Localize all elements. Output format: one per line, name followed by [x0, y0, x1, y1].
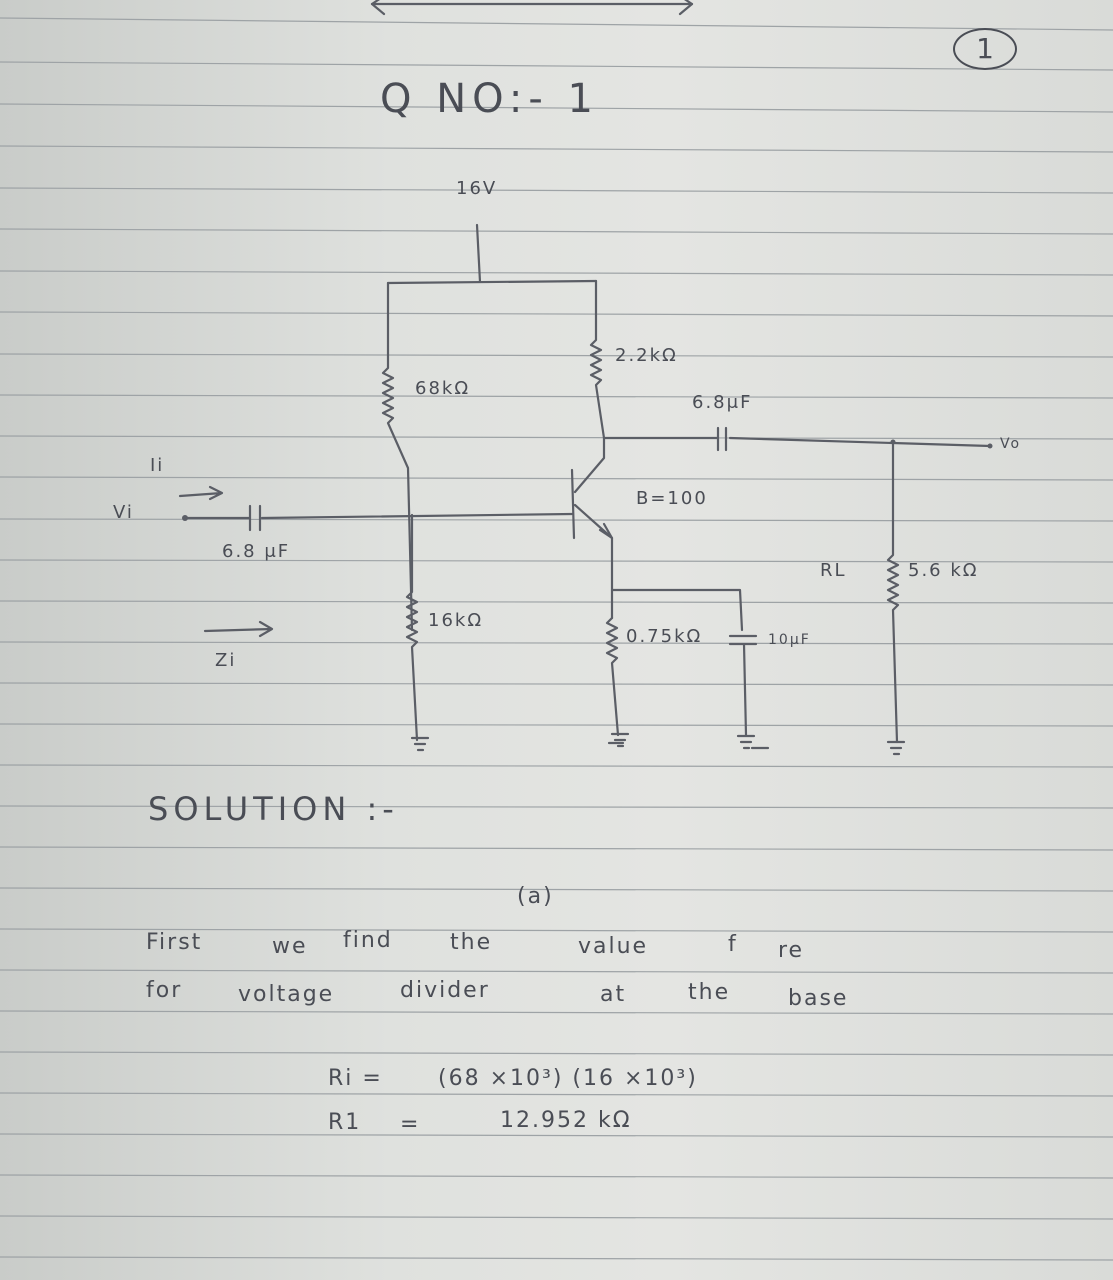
word: at	[600, 982, 627, 1007]
rl-value-label: 5.6 kΩ	[908, 560, 979, 581]
question-heading: Q NO:- 1	[380, 76, 599, 122]
equation-2-lhs: R1	[328, 1110, 362, 1135]
word: find	[343, 928, 393, 953]
word: voltage	[238, 982, 335, 1007]
rc-resistor	[589, 279, 606, 440]
zi-arrow	[203, 620, 274, 638]
re-label: 0.75kΩ	[626, 626, 703, 647]
rc-label: 2.2kΩ	[615, 345, 678, 366]
input-cap-label: 6.8 μF	[222, 541, 291, 562]
base-wire	[183, 512, 574, 520]
rl-resistor	[886, 440, 900, 744]
word: the	[688, 980, 731, 1005]
equation-1-lhs: Ri =	[328, 1066, 383, 1091]
ground-rl	[886, 740, 906, 756]
word: First	[146, 930, 203, 955]
beta-label: B=100	[636, 488, 708, 509]
word: f	[728, 932, 738, 957]
collector-wire	[602, 436, 992, 448]
ground-r2	[410, 736, 430, 752]
supply-label: 16V	[456, 178, 498, 199]
word: re	[778, 938, 805, 963]
emitter-wire	[610, 588, 744, 632]
vi-label: Vi	[113, 502, 134, 523]
r1-resistor	[381, 281, 414, 632]
r2-label: 16kΩ	[428, 610, 484, 631]
rl-name-label: RL	[820, 560, 847, 581]
equation-2-equals: =	[400, 1112, 421, 1137]
input-capacitor	[248, 504, 262, 532]
zi-label: Zi	[215, 650, 237, 671]
page-number: 1	[976, 32, 994, 65]
word: divider	[400, 978, 490, 1003]
equation-2-rhs: 12.952 kΩ	[500, 1108, 632, 1133]
re-resistor	[605, 616, 620, 737]
emitter-capacitor	[728, 634, 758, 737]
page-number-badge: 1	[953, 28, 1017, 70]
ground-re	[610, 732, 630, 748]
word: for	[146, 978, 183, 1003]
emitter-cap-label: 10μF	[768, 632, 811, 648]
vo-label: Vo	[1000, 436, 1022, 452]
ground-ce	[736, 734, 756, 750]
ii-label: Ii	[150, 455, 165, 476]
top-arrow	[370, 0, 694, 16]
output-capacitor	[716, 426, 728, 452]
r2-resistor	[405, 513, 419, 742]
ii-arrow	[178, 485, 224, 501]
r1-label: 68kΩ	[415, 378, 471, 399]
supply-wire	[386, 223, 598, 285]
equation-1-rhs: (68 ×10³) (16 ×10³)	[438, 1066, 698, 1091]
part-label: (a)	[517, 884, 554, 909]
transistor	[570, 436, 614, 592]
word: we	[272, 934, 308, 959]
word: base	[788, 986, 849, 1011]
output-cap-label: 6.8μF	[692, 392, 753, 413]
solution-heading: SOLUTION :-	[148, 790, 399, 828]
word: the	[450, 930, 493, 955]
word: value	[578, 934, 649, 959]
